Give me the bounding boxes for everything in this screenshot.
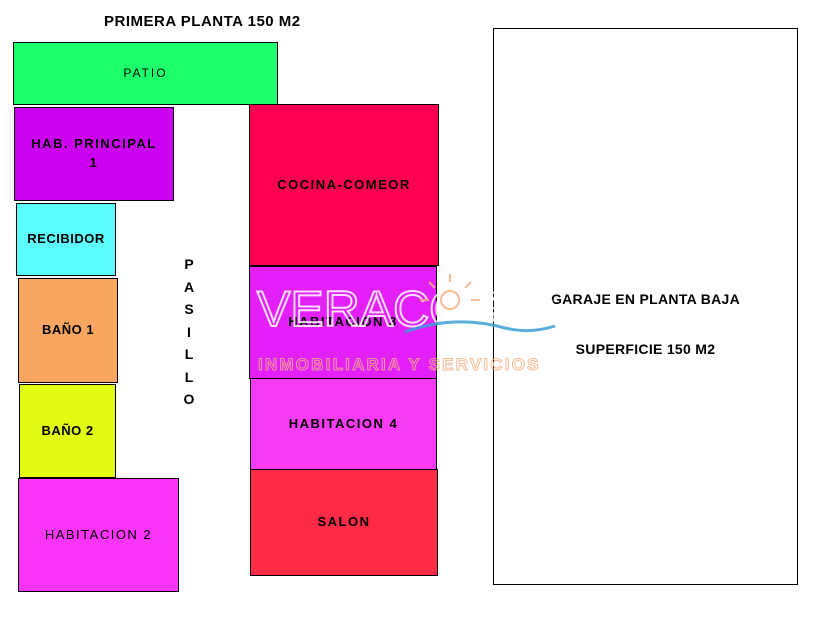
room-salon: SALON <box>250 469 438 576</box>
room-bano-2-label: BAÑO 2 <box>41 422 94 438</box>
room-recibidor-label: RECIBIDOR <box>27 231 105 247</box>
room-patio: PATIO <box>13 42 278 105</box>
room-bano-1-label: BAÑO 1 <box>41 322 95 338</box>
room-recibidor: RECIBIDOR <box>16 203 116 276</box>
garage-box: GARAJE EN PLANTA BAJA SUPERFICIE 150 M2 <box>493 28 798 585</box>
room-hab-principal: HAB. PRINCIPAL 1 <box>14 107 174 201</box>
room-habitacion-2: HABITACION 2 <box>18 478 179 592</box>
room-habitacion-4-label: HABITACION 4 <box>288 415 399 431</box>
corridor-letter: L <box>184 368 194 385</box>
corridor-letter: S <box>184 301 194 317</box>
garage-area-label: SUPERFICIE 150 M2 <box>575 341 716 357</box>
corridor-letter: P <box>184 256 194 272</box>
room-bano-1: BAÑO 1 <box>18 278 118 383</box>
room-habitacion-3-label: HABITACION 3 <box>288 314 398 330</box>
room-cocina-comedor: COCINA-COMEOR <box>249 104 439 266</box>
corridor-letter: A <box>183 278 195 295</box>
corridor-letter: I <box>187 323 191 340</box>
garage-label: GARAJE EN PLANTA BAJA <box>550 291 741 307</box>
room-salon-label: SALON <box>317 514 371 530</box>
room-habitacion-4: HABITACION 4 <box>250 378 437 470</box>
room-patio-label: PATIO <box>123 65 168 80</box>
room-bano-2: BAÑO 2 <box>19 384 116 478</box>
room-habitacion-3: HABITACION 3 <box>249 266 437 379</box>
corridor-letter: O <box>183 391 195 407</box>
room-hab-principal-label: HAB. PRINCIPAL 1 <box>31 136 157 170</box>
room-habitacion-2-label: HABITACION 2 <box>44 526 153 542</box>
plan-title: PRIMERA PLANTA 150 M2 <box>104 13 301 30</box>
room-cocina-comedor-label: COCINA-COMEOR <box>277 176 411 192</box>
corridor-letter: L <box>184 346 194 362</box>
